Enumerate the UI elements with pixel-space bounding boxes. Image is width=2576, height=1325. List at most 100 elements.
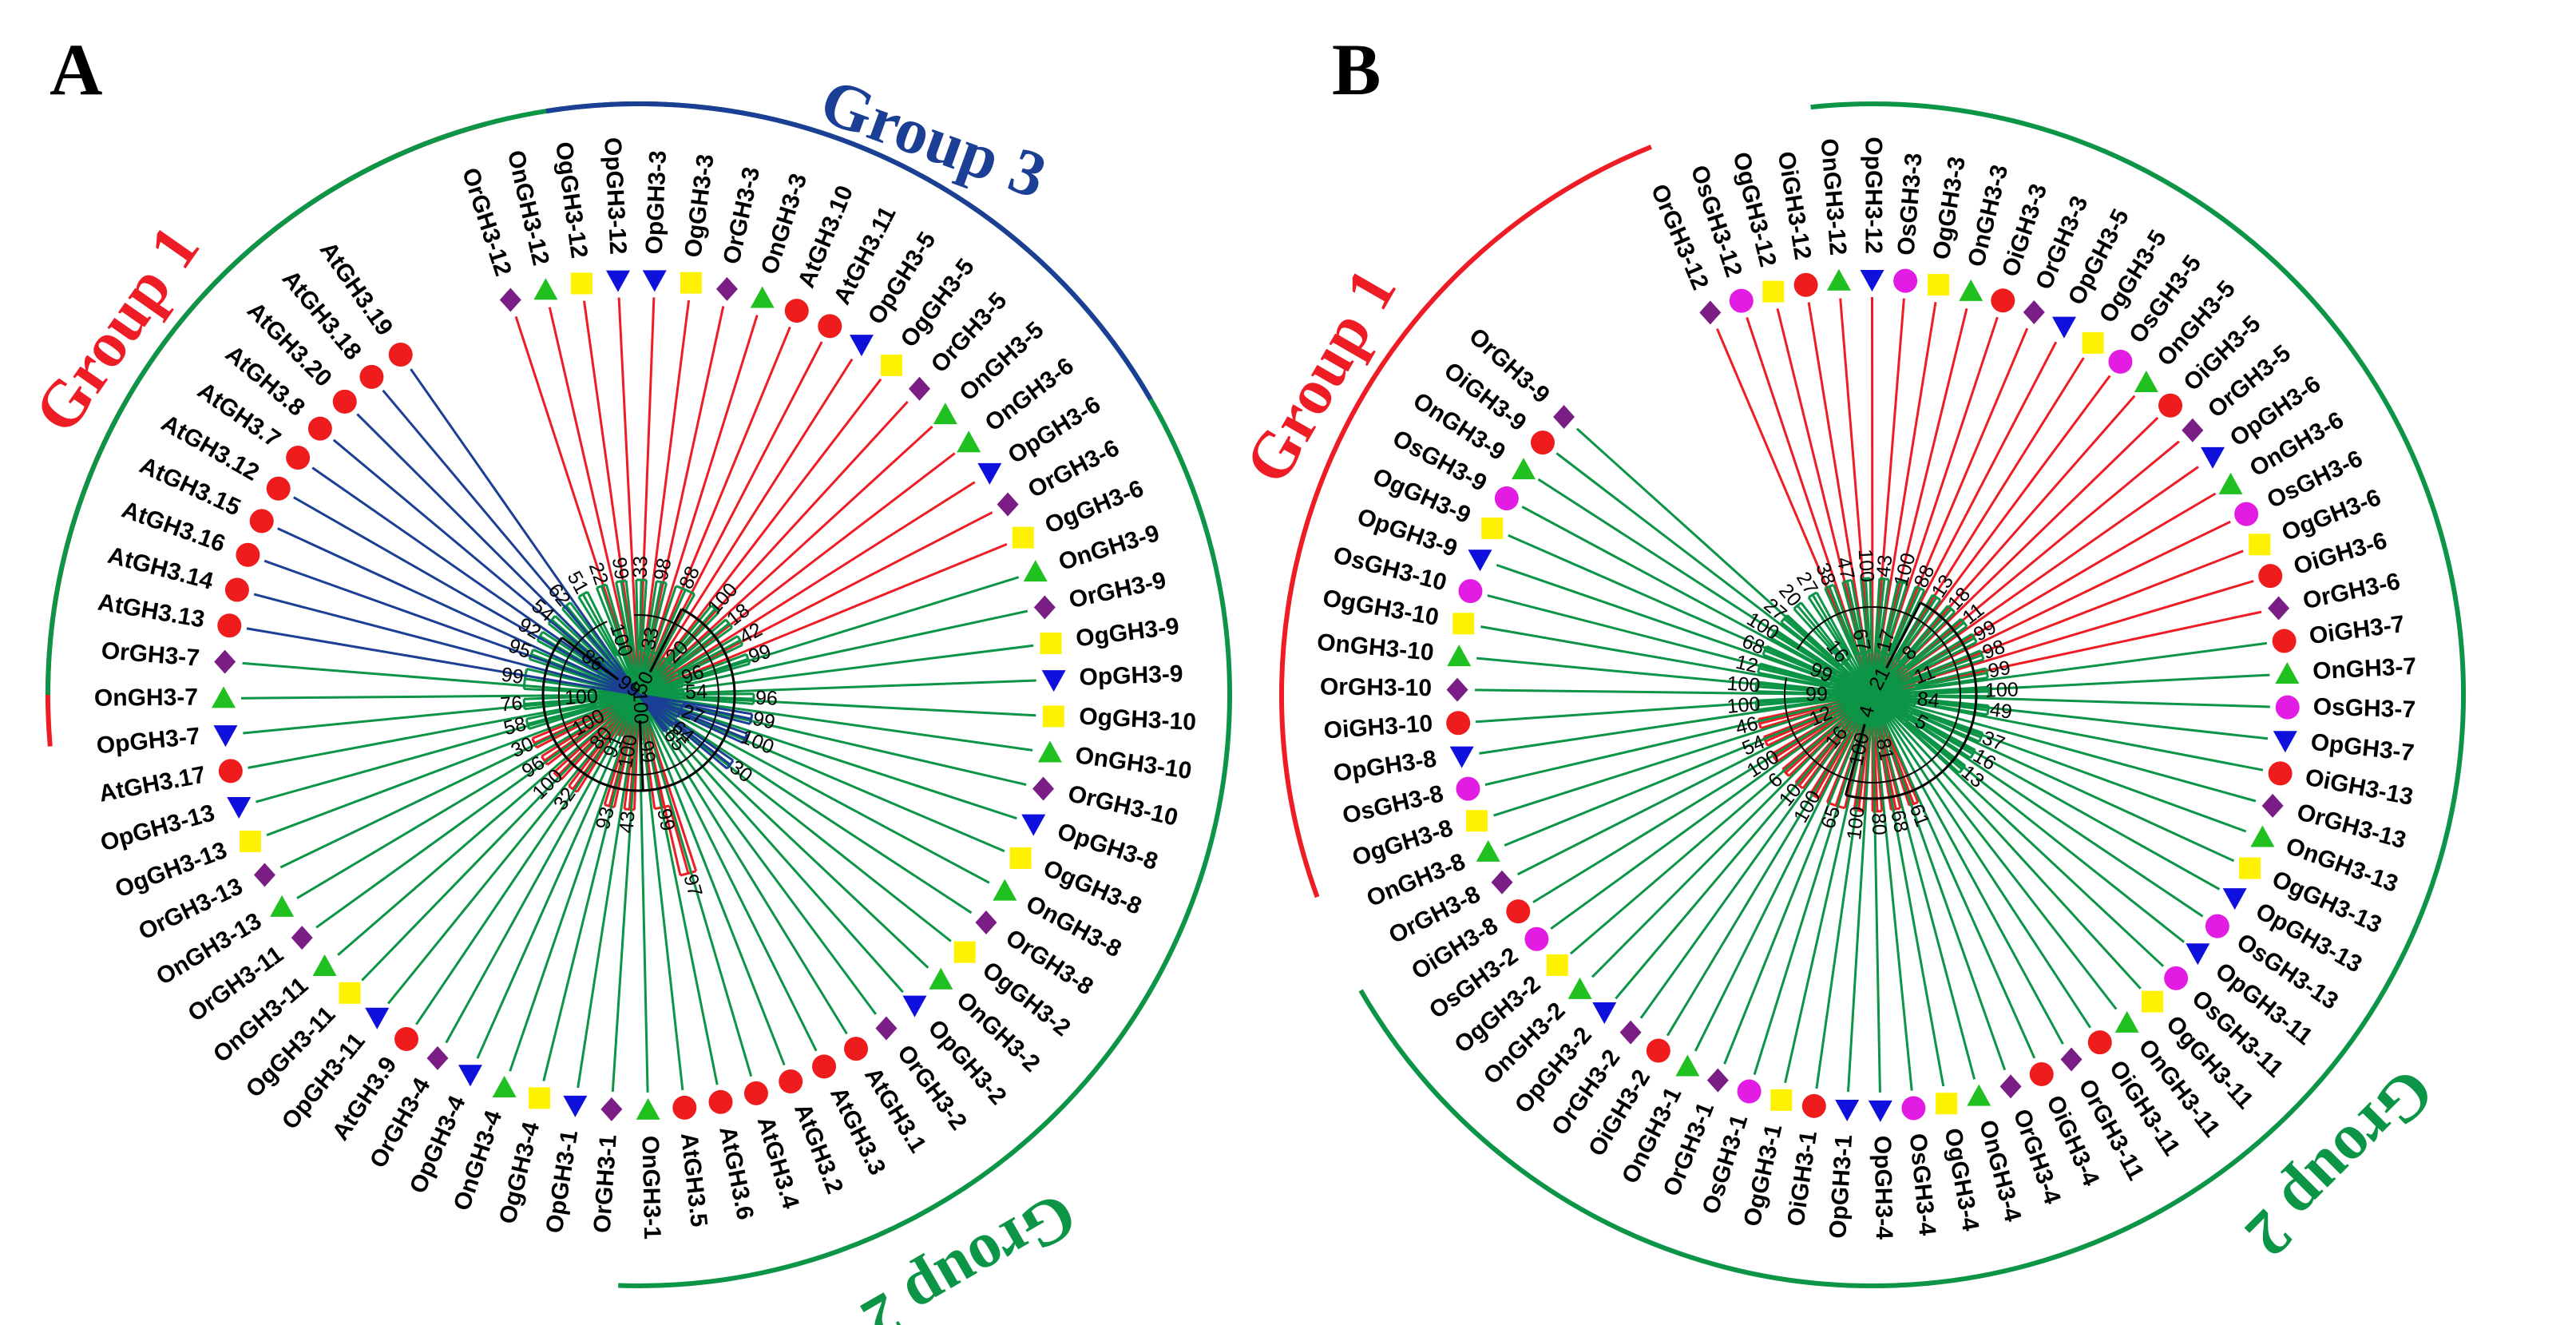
species-marker-circle <box>672 1095 697 1120</box>
bootstrap-value: 99 <box>1805 683 1828 705</box>
bootstrap-value: 99 <box>652 807 679 833</box>
bootstrap-value: 84 <box>1916 688 1940 712</box>
species-markers-a <box>212 270 1066 1121</box>
leaf-label: OpGH3-1 <box>541 1129 584 1236</box>
species-marker-diamond <box>291 926 313 950</box>
bootstrap-value: 99 <box>608 556 633 581</box>
species-marker-tri-up <box>2114 1010 2139 1033</box>
species-marker-square <box>1465 810 1488 832</box>
leaf-label: OrGH3-1 <box>589 1134 622 1234</box>
species-marker-tri-down <box>2201 446 2225 469</box>
tree-branch <box>1484 667 1987 787</box>
bootstrap-value: 97 <box>679 871 706 899</box>
bootstrap-value: 100 <box>1726 692 1762 718</box>
tree-branch <box>1807 596 2091 1029</box>
species-marker-square <box>1762 280 1785 303</box>
tree-branch <box>514 315 698 872</box>
species-marker-tri-up <box>957 430 981 453</box>
tree-branch <box>620 661 671 715</box>
tree-branch <box>1794 781 1804 790</box>
species-marker-diamond <box>1033 595 1056 620</box>
species-marker-pink-circle <box>1458 579 1483 604</box>
tree-branch <box>509 585 678 1072</box>
tree-branch <box>615 581 719 1085</box>
tree-branch <box>1888 588 1922 657</box>
species-marker-tri-down <box>1021 814 1046 836</box>
species-marker-circle <box>1793 272 1818 297</box>
species-marker-diamond <box>1619 1020 1642 1045</box>
leaf-label: OnGH3-7 <box>94 684 198 712</box>
tree-branch <box>415 657 665 1025</box>
species-marker-tri-down <box>605 270 630 292</box>
species-marker-diamond <box>715 276 738 301</box>
tree-branch <box>1844 724 1866 795</box>
tree-branch <box>1809 792 1820 799</box>
group1-label-a: Group 1 <box>20 212 213 446</box>
tree-branch <box>586 591 818 1052</box>
bootstrap-value: 46 <box>1734 712 1761 740</box>
leaf-label: AtGH3.17 <box>97 762 208 807</box>
bootstrap-value: 100 <box>1726 672 1762 697</box>
species-marker-tri-up <box>1826 268 1851 291</box>
tree-branch <box>638 720 644 791</box>
species-marker-tri-up <box>270 895 295 917</box>
leaf-label: OrGH3-3 <box>719 165 765 267</box>
leaf-label: AtGH3.4 <box>752 1113 804 1212</box>
tree-branch <box>604 803 615 809</box>
species-marker-tri-down <box>902 995 927 1018</box>
tree-branch <box>1860 578 1913 1091</box>
species-marker-tri-down <box>1835 1100 1860 1122</box>
tree-branch <box>1984 668 1989 678</box>
tree-branch <box>1844 661 1893 720</box>
bootstrap-value: 58 <box>501 712 529 740</box>
bootstrap-value: 93 <box>592 804 619 831</box>
species-marker-square <box>1042 705 1064 728</box>
species-marker-square <box>1546 954 1568 976</box>
tree-branch <box>1932 593 1941 601</box>
tree-branch <box>1851 662 1903 719</box>
tree-branch <box>624 580 684 1091</box>
tree-branch <box>382 389 669 730</box>
tree-branch <box>1793 608 2142 990</box>
species-marker-tri-down <box>563 1095 588 1117</box>
leaf-label: OrGH3-6 <box>2301 568 2403 614</box>
tree-branch <box>1765 711 1834 743</box>
tree-branch <box>253 593 751 725</box>
tree-branch <box>1591 611 1956 978</box>
leaf-label: AtGH3.6 <box>714 1125 759 1223</box>
leaf-label: OiGH3-7 <box>2308 611 2406 649</box>
tree-branch <box>1780 614 1789 624</box>
group1-label-b: Group 1 <box>1231 256 1410 495</box>
species-marker-tri-down <box>227 796 252 819</box>
tree-branch <box>1504 649 1981 847</box>
tree-branches-b <box>1474 296 2270 1093</box>
species-marker-diamond <box>875 1016 898 1041</box>
species-marker-pink-circle <box>2108 349 2133 374</box>
leaf-label: OpGH3-9 <box>1079 661 1183 691</box>
species-marker-diamond <box>2261 793 2284 818</box>
tree-branch <box>1824 588 2036 1059</box>
group1-arc-b <box>1279 145 1652 899</box>
tree-branch <box>242 661 754 705</box>
tree-branch <box>541 608 736 792</box>
tree-branch <box>1895 657 1908 669</box>
species-marker-circle <box>2268 761 2293 786</box>
tree-branch <box>1550 625 1968 930</box>
species-marker-tri-down <box>1041 670 1066 692</box>
species-marker-diamond <box>253 863 275 887</box>
species-marker-circle <box>218 759 243 783</box>
tree-branch <box>1754 700 1758 711</box>
species-marker-diamond <box>1553 405 1575 430</box>
bootstrap-value: 80 <box>1867 812 1890 835</box>
group3-arc-a <box>545 101 1153 401</box>
tree-branch <box>1532 633 1973 903</box>
tree-branch <box>1793 601 1802 610</box>
tree-branch <box>1986 705 1990 716</box>
species-marker-circle <box>2087 1030 2112 1055</box>
leaf-label: OgGH3-10 <box>1321 585 1441 631</box>
species-marker-square <box>2239 857 2261 879</box>
species-markers-b <box>1446 268 2300 1122</box>
species-marker-square <box>1927 274 1949 296</box>
tree-branch <box>386 605 712 1005</box>
tree-branch <box>356 413 672 728</box>
